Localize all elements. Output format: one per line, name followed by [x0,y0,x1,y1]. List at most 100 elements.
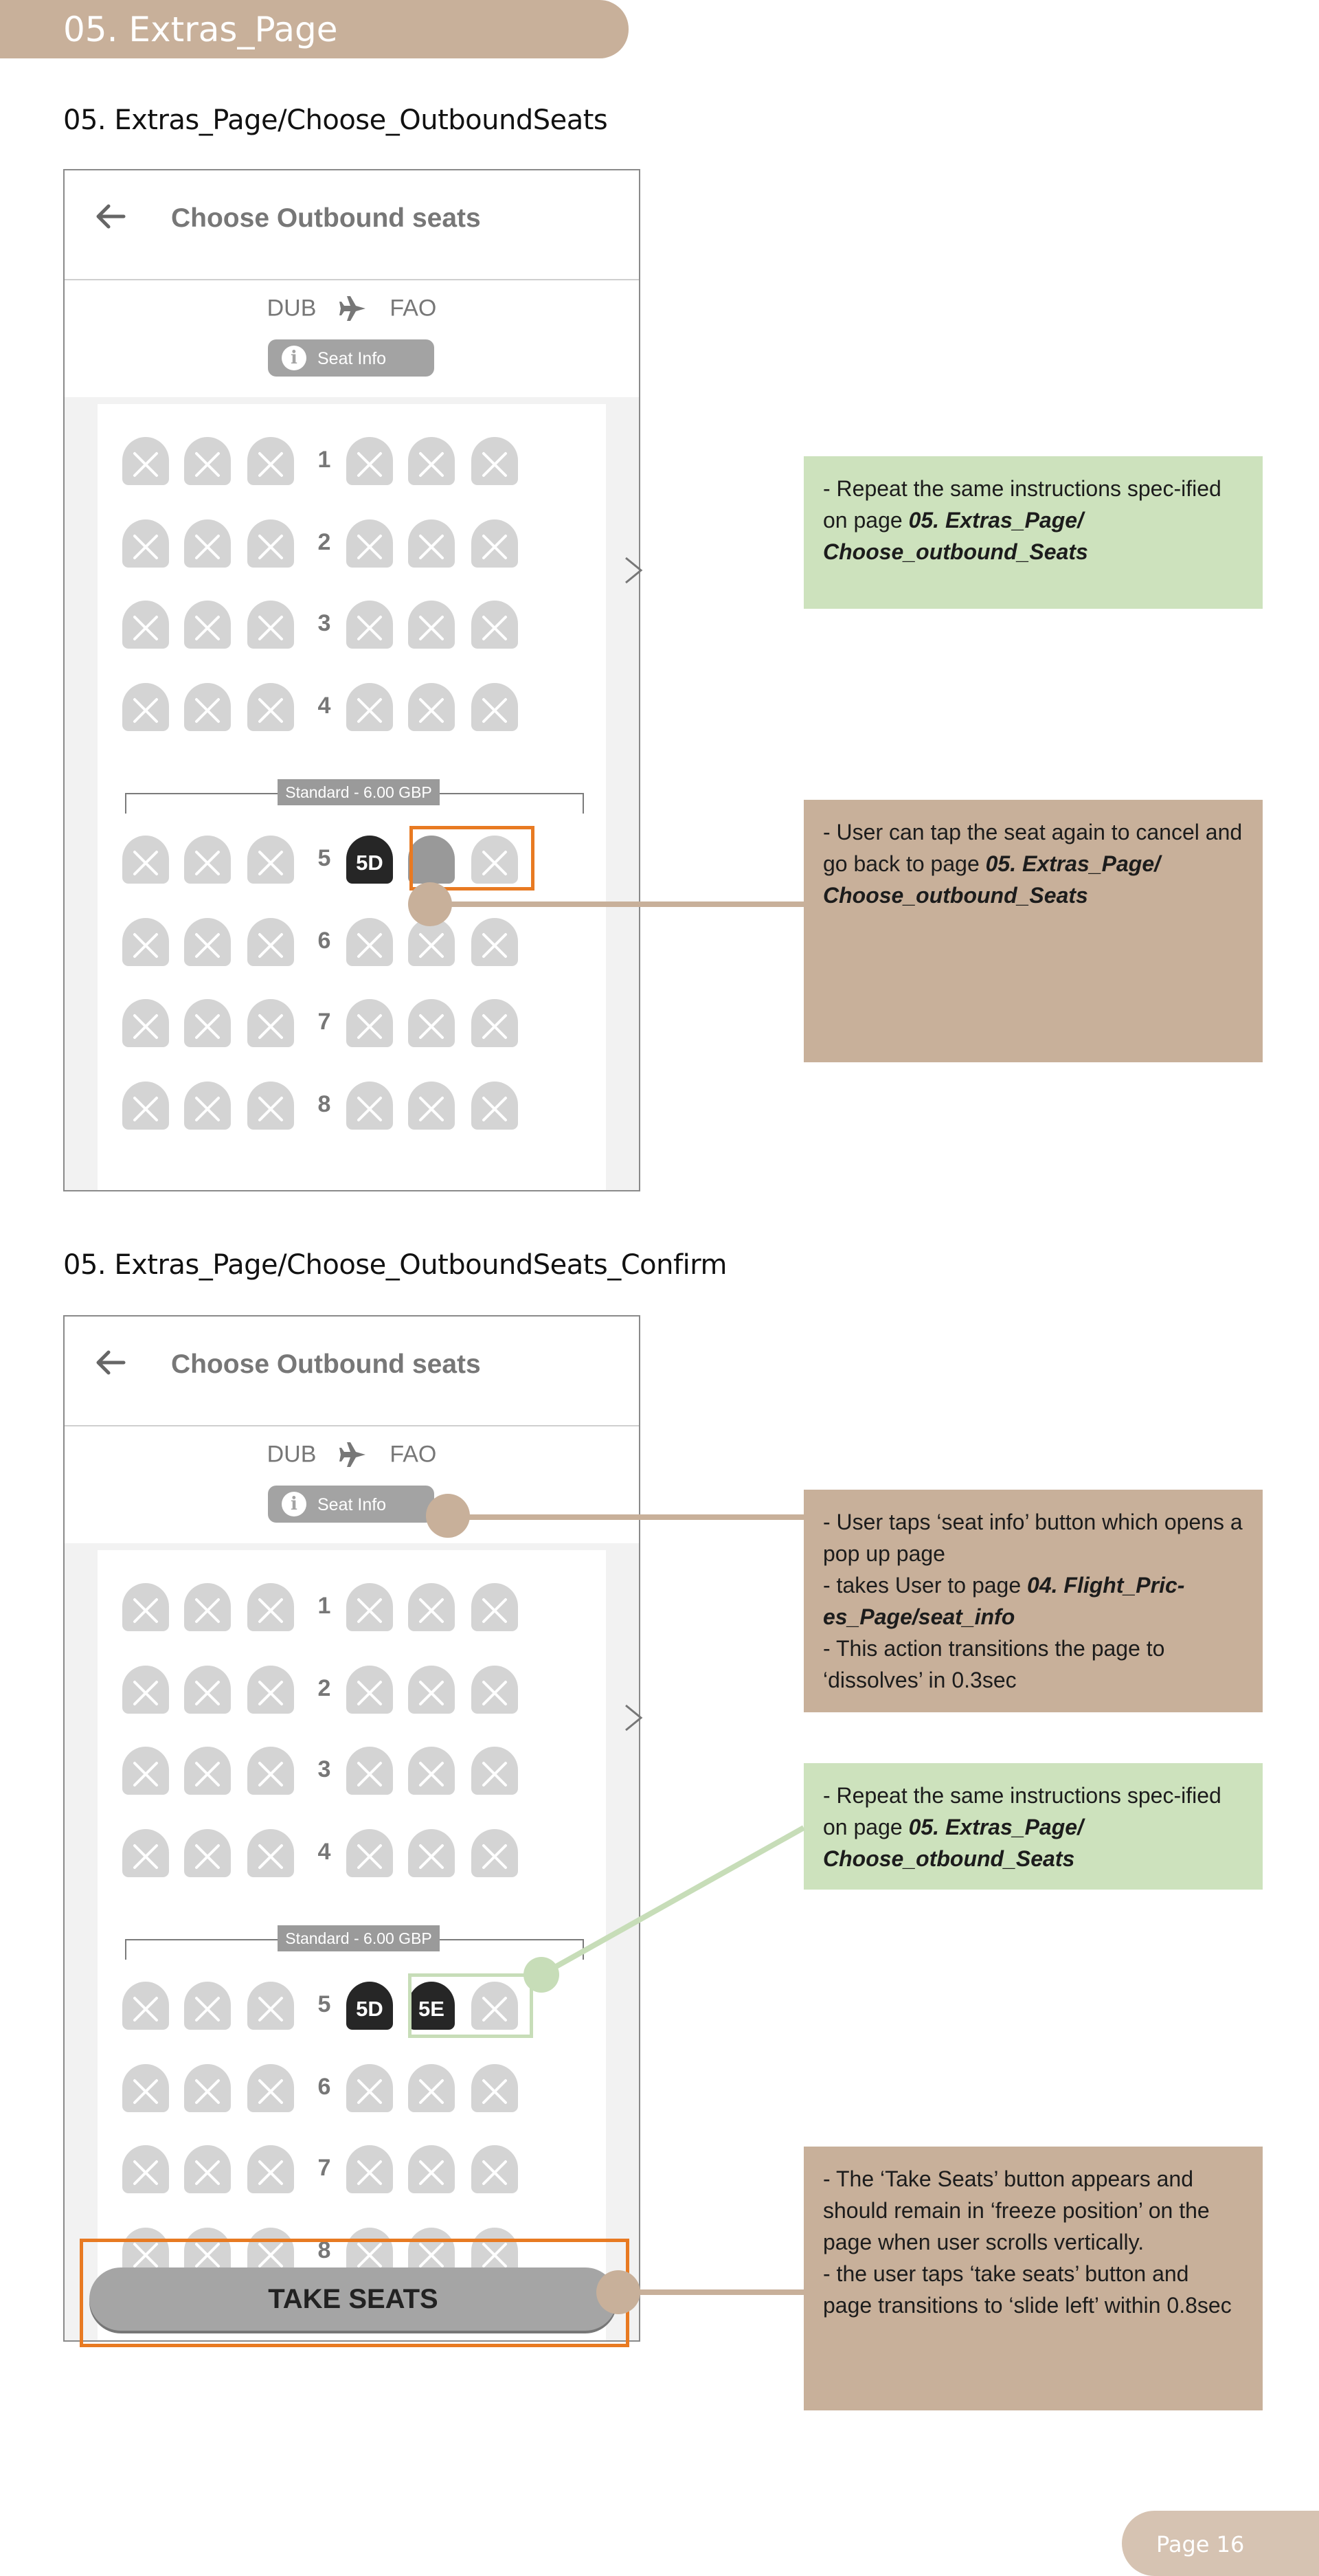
seat-selected-5d[interactable]: 5D [346,1982,393,2030]
take-seats-button[interactable]: TAKE SEATS [89,2267,617,2331]
seat-unavailable-5b[interactable] [184,836,231,884]
seat-available-5e[interactable] [408,836,455,884]
seat-unavailable-7e[interactable] [408,2145,455,2193]
seat-unavailable-3a[interactable] [122,1747,169,1795]
seat-unavailable-x-icon [419,535,444,559]
seat-unavailable-7a[interactable] [122,2145,169,2193]
seat-unavailable-5f[interactable] [471,836,518,884]
seat-unavailable-2e[interactable] [408,1666,455,1714]
seat-unavailable-7e[interactable] [408,999,455,1047]
seat-unavailable-3c[interactable] [247,1747,294,1795]
seat-unavailable-3e[interactable] [408,1747,455,1795]
seat-unavailable-2c[interactable] [247,1666,294,1714]
seat-unavailable-6b[interactable] [184,2064,231,2112]
seat-unavailable-1e[interactable] [408,1583,455,1631]
seat-unavailable-2a[interactable] [122,1666,169,1714]
seat-unavailable-8d[interactable] [346,1082,393,1130]
seat-unavailable-2f[interactable] [471,519,518,568]
seat-unavailable-4d[interactable] [346,683,393,731]
seat-unavailable-3d[interactable] [346,1747,393,1795]
seat-unavailable-5a[interactable] [122,836,169,884]
seat-unavailable-3c[interactable] [247,601,294,649]
seat-unavailable-6a[interactable] [122,918,169,966]
seat-unavailable-8f[interactable] [471,1082,518,1130]
seat-unavailable-4c[interactable] [247,1829,294,1877]
seat-selected-5e[interactable]: 5E [408,1982,455,2030]
seat-unavailable-1b[interactable] [184,437,231,485]
seat-unavailable-7d[interactable] [346,2145,393,2193]
seat-unavailable-6a[interactable] [122,2064,169,2112]
seat-unavailable-6f[interactable] [471,918,518,966]
seat-unavailable-6e[interactable] [408,918,455,966]
seat-unavailable-6b[interactable] [184,918,231,966]
seat-unavailable-1d[interactable] [346,437,393,485]
seat-unavailable-8c[interactable] [247,1082,294,1130]
seat-unavailable-5a[interactable] [122,1982,169,2030]
seat-unavailable-1b[interactable] [184,1583,231,1631]
seat-unavailable-2b[interactable] [184,519,231,568]
seat-unavailable-6d[interactable] [346,918,393,966]
seat-unavailable-7a[interactable] [122,999,169,1047]
seat-unavailable-5b[interactable] [184,1982,231,2030]
seat-unavailable-3f[interactable] [471,601,518,649]
seat-unavailable-8a[interactable] [122,1082,169,1130]
seat-unavailable-6f[interactable] [471,2064,518,2112]
seat-unavailable-4c[interactable] [247,683,294,731]
seat-unavailable-6d[interactable] [346,2064,393,2112]
seat-unavailable-1f[interactable] [471,437,518,485]
seat-unavailable-3a[interactable] [122,601,169,649]
seat-unavailable-1c[interactable] [247,437,294,485]
seat-unavailable-5c[interactable] [247,1982,294,2030]
seat-unavailable-7b[interactable] [184,999,231,1047]
seat-unavailable-4f[interactable] [471,683,518,731]
seat-unavailable-4d[interactable] [346,1829,393,1877]
seat-unavailable-3f[interactable] [471,1747,518,1795]
seat-unavailable-6c[interactable] [247,918,294,966]
seat-unavailable-7d[interactable] [346,999,393,1047]
seat-unavailable-2a[interactable] [122,519,169,568]
seat-unavailable-7c[interactable] [247,2145,294,2193]
seat-unavailable-1a[interactable] [122,437,169,485]
back-arrow-icon[interactable] [93,199,128,234]
seat-unavailable-2e[interactable] [408,519,455,568]
seat-unavailable-2c[interactable] [247,519,294,568]
seat-info-button[interactable]: i Seat Info [268,339,434,377]
seat-unavailable-4b[interactable] [184,1829,231,1877]
seat-unavailable-8b[interactable] [184,1082,231,1130]
seat-unavailable-1c[interactable] [247,1583,294,1631]
seat-unavailable-2d[interactable] [346,1666,393,1714]
seat-unavailable-7f[interactable] [471,999,518,1047]
seat-unavailable-2d[interactable] [346,519,393,568]
seat-unavailable-x-icon [258,2243,283,2267]
seat-unavailable-6c[interactable] [247,2064,294,2112]
seat-unavailable-1d[interactable] [346,1583,393,1631]
seat-unavailable-4f[interactable] [471,1829,518,1877]
seat-unavailable-5f[interactable] [471,1982,518,2030]
seat-unavailable-4e[interactable] [408,683,455,731]
chevron-right-icon[interactable] [620,555,648,585]
seat-unavailable-4e[interactable] [408,1829,455,1877]
seat-unavailable-1a[interactable] [122,1583,169,1631]
seat-unavailable-3b[interactable] [184,601,231,649]
seat-unavailable-4b[interactable] [184,683,231,731]
seat-info-button[interactable]: i Seat Info [268,1486,434,1523]
seat-selected-5d[interactable]: 5D [346,836,393,884]
seat-unavailable-3d[interactable] [346,601,393,649]
seat-unavailable-7c[interactable] [247,999,294,1047]
seat-unavailable-6e[interactable] [408,2064,455,2112]
seat-unavailable-8e[interactable] [408,1082,455,1130]
seat-unavailable-7b[interactable] [184,2145,231,2193]
seat-unavailable-3b[interactable] [184,1747,231,1795]
seat-unavailable-7f[interactable] [471,2145,518,2193]
seat-unavailable-1e[interactable] [408,437,455,485]
seat-unavailable-4a[interactable] [122,1829,169,1877]
seat-unavailable-3e[interactable] [408,601,455,649]
seat-unavailable-1f[interactable] [471,1583,518,1631]
price-label: Standard - 6.00 GBP [278,1925,440,1951]
chevron-right-icon[interactable] [620,1703,648,1733]
seat-unavailable-5c[interactable] [247,836,294,884]
seat-unavailable-2f[interactable] [471,1666,518,1714]
seat-unavailable-2b[interactable] [184,1666,231,1714]
seat-unavailable-4a[interactable] [122,683,169,731]
back-arrow-icon[interactable] [93,1345,128,1380]
